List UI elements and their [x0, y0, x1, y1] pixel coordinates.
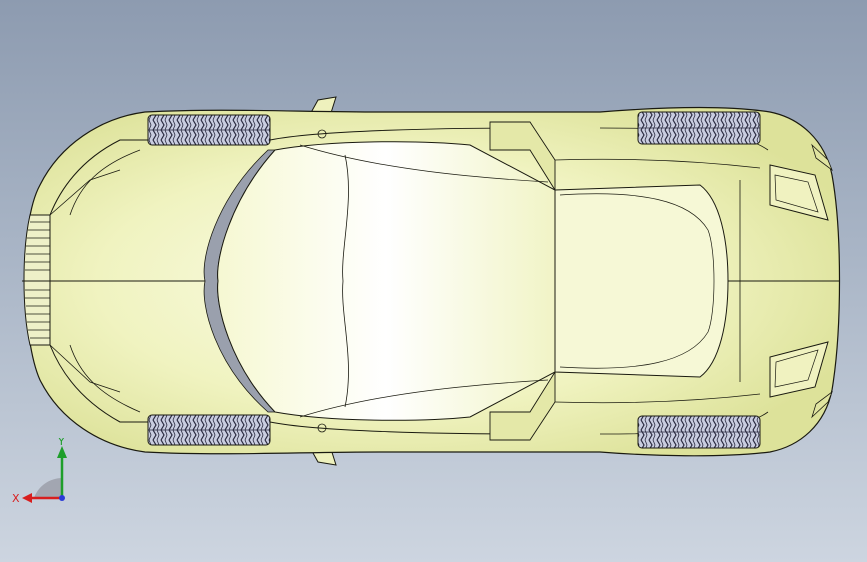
y-axis-label: Y [57, 438, 65, 448]
x-axis-label: X [12, 492, 20, 505]
rear-left-light [769, 164, 829, 221]
y-axis-arrow [57, 446, 67, 458]
tire-front-left [147, 114, 271, 146]
tire-front-right [147, 414, 271, 446]
tire-rear-left [637, 111, 761, 145]
triad-xy-plane [34, 478, 62, 498]
coordinate-triad: Y X [12, 438, 67, 505]
x-axis-arrow [22, 493, 32, 503]
front-grille [23, 214, 51, 346]
rear-right-light [769, 341, 829, 398]
rear-deck [554, 184, 729, 378]
tire-rear-right [637, 415, 761, 449]
roof [217, 141, 556, 421]
z-axis-point [59, 495, 65, 501]
